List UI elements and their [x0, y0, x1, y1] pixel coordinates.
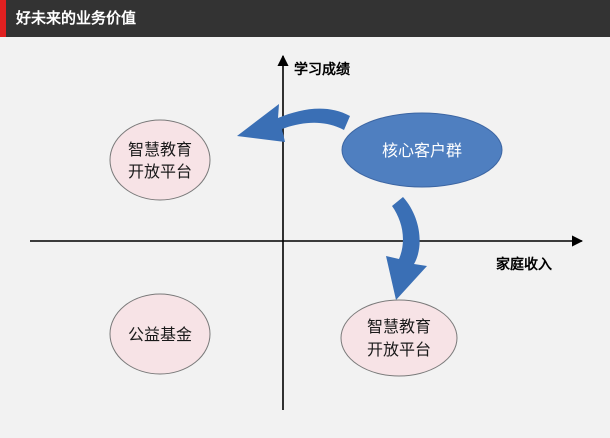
- slide-title: 好未来的业务价值: [16, 9, 137, 27]
- bottom-left-bubble: [109, 293, 211, 375]
- bottom-right-bubble-line1: 智慧教育: [367, 317, 431, 336]
- bottom-right-bubble: [340, 299, 458, 377]
- title-accent-bar: [0, 0, 6, 37]
- x-axis-label: 家庭收入: [496, 256, 552, 273]
- core-customer-ellipse: [341, 112, 503, 188]
- top-left-bubble: [109, 119, 211, 201]
- arrow-to-bottom-right: [386, 197, 427, 300]
- bottom-right-bubble-line2: 开放平台: [367, 340, 431, 359]
- y-axis-label: 学习成绩: [294, 61, 350, 78]
- title-bar: 好未来的业务价值: [0, 0, 610, 37]
- bottom-left-bubble-label: 公益基金: [128, 325, 192, 344]
- core-customer-label: 核心客户群: [382, 141, 462, 160]
- arrow-to-top-left: [237, 104, 350, 142]
- top-left-bubble-line1: 智慧教育: [128, 140, 192, 159]
- top-left-bubble-line2: 开放平台: [128, 162, 192, 181]
- diagram-background: [0, 37, 610, 438]
- quadrant-diagram: 学习成绩 家庭收入 核心客户群 智慧教育 开放平台 公益基金 智慧教育 开放平台: [30, 54, 584, 410]
